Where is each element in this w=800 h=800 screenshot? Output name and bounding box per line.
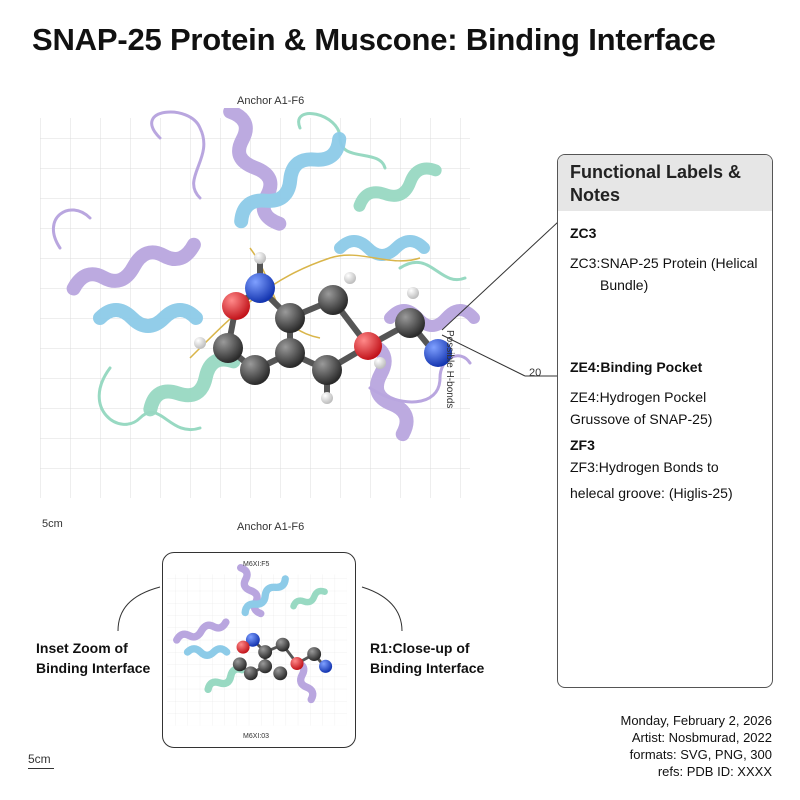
nitrogen-atom (424, 339, 452, 367)
meta-refs: refs: PDB ID: XXXX (657, 764, 772, 779)
helix-purple-3 (362, 336, 414, 442)
carbon-atom (275, 303, 305, 333)
interaction-thread-1 (189, 254, 421, 359)
helix-green-1 (143, 352, 241, 417)
nitrogen-atom (245, 273, 275, 303)
loop-purple-top (150, 110, 206, 200)
anchor-label-top: Anchor A1-F6 (237, 95, 305, 107)
note-line: ZE4:Binding Pocket (570, 359, 703, 375)
carbon-atom (312, 355, 342, 385)
inset-connector-right (361, 586, 403, 632)
metadata-block: Monday, February 2, 2026 Artist: Nosbmur… (620, 712, 772, 780)
inset-right-label: R1:Close-up of Binding Interface (370, 638, 484, 678)
note-line: ZC3:SNAP-25 Protein (Helical (570, 255, 758, 271)
note-line: ZC3 (570, 225, 597, 241)
carbon-atom (395, 308, 425, 338)
inset-zoom-box: M6XI:F5 M6XI:03 (162, 552, 356, 748)
carbon-atom (240, 355, 270, 385)
hydrogen-atom (321, 392, 333, 404)
helix-purple-2 (66, 237, 201, 296)
helix-blue-1 (234, 131, 347, 229)
note-line: ZF3 (570, 437, 595, 453)
helix-green-2 (353, 162, 442, 212)
inset-right-label-line: Binding Interface (370, 660, 485, 676)
note-line: ZE4:Hydrogen Pockel (570, 389, 707, 405)
functional-labels-panel: Functional Labels & Notes ZC3 ZC3:SNAP-2… (557, 154, 773, 688)
helix-blue-2 (93, 303, 203, 333)
note-line: Grussove of SNAP-25) (570, 411, 713, 427)
callout-number: 20 (529, 367, 542, 379)
loop-green-bottom (97, 366, 202, 432)
panel-heading: Functional Labels & Notes (558, 155, 772, 211)
loop-green-right (398, 260, 467, 282)
helix-blue-3 (334, 235, 430, 261)
inset-connector-left (117, 586, 161, 632)
inset-bottom-text: M6XI:03 (243, 733, 270, 740)
anchor-label-bottom: Anchor A1-F6 (237, 521, 305, 533)
hydrogen-atom (194, 337, 206, 349)
inset-left-label: Inset Zoom of Binding Interface (36, 638, 150, 678)
inset-left-label-line: Binding Interface (36, 660, 151, 676)
meta-formats: formats: SVG, PNG, 300 (629, 747, 772, 762)
meta-artist: Artist: Nosbmurad, 2022 (631, 730, 772, 745)
inset-right-label-line: R1:Close-up of (370, 640, 470, 656)
inset-molecule (167, 564, 347, 726)
note-line: ZF3:Hydrogen Bonds to (570, 459, 719, 475)
hydrogen-atom (344, 272, 356, 284)
carbon-atom (213, 333, 243, 363)
inset-left-label-line: Inset Zoom of (36, 640, 128, 656)
oxygen-atom (222, 292, 250, 320)
inset-top-text: M6XI:F5 (243, 561, 270, 568)
callout-lines (441, 221, 559, 377)
carbon-atom (318, 285, 348, 315)
hydrogen-atom (254, 252, 266, 264)
meta-date: Monday, February 2, 2026 (620, 713, 772, 728)
loop-purple-left (52, 208, 92, 250)
note-line: Bundle) (600, 277, 649, 293)
note-line: helecal groove: (Higlis-25) (570, 485, 733, 501)
bottom-scale-bar (28, 768, 54, 769)
page-title: SNAP-25 Protein & Muscone: Binding Inter… (32, 22, 716, 57)
scale-label: 5cm (42, 518, 63, 530)
bottom-scale-label: 5cm (28, 752, 51, 766)
carbon-atom (275, 338, 305, 368)
hydrogen-atom (407, 287, 419, 299)
hydrogen-atom (374, 357, 386, 369)
oxygen-atom (354, 332, 382, 360)
protein-ligand-figure (40, 108, 480, 498)
